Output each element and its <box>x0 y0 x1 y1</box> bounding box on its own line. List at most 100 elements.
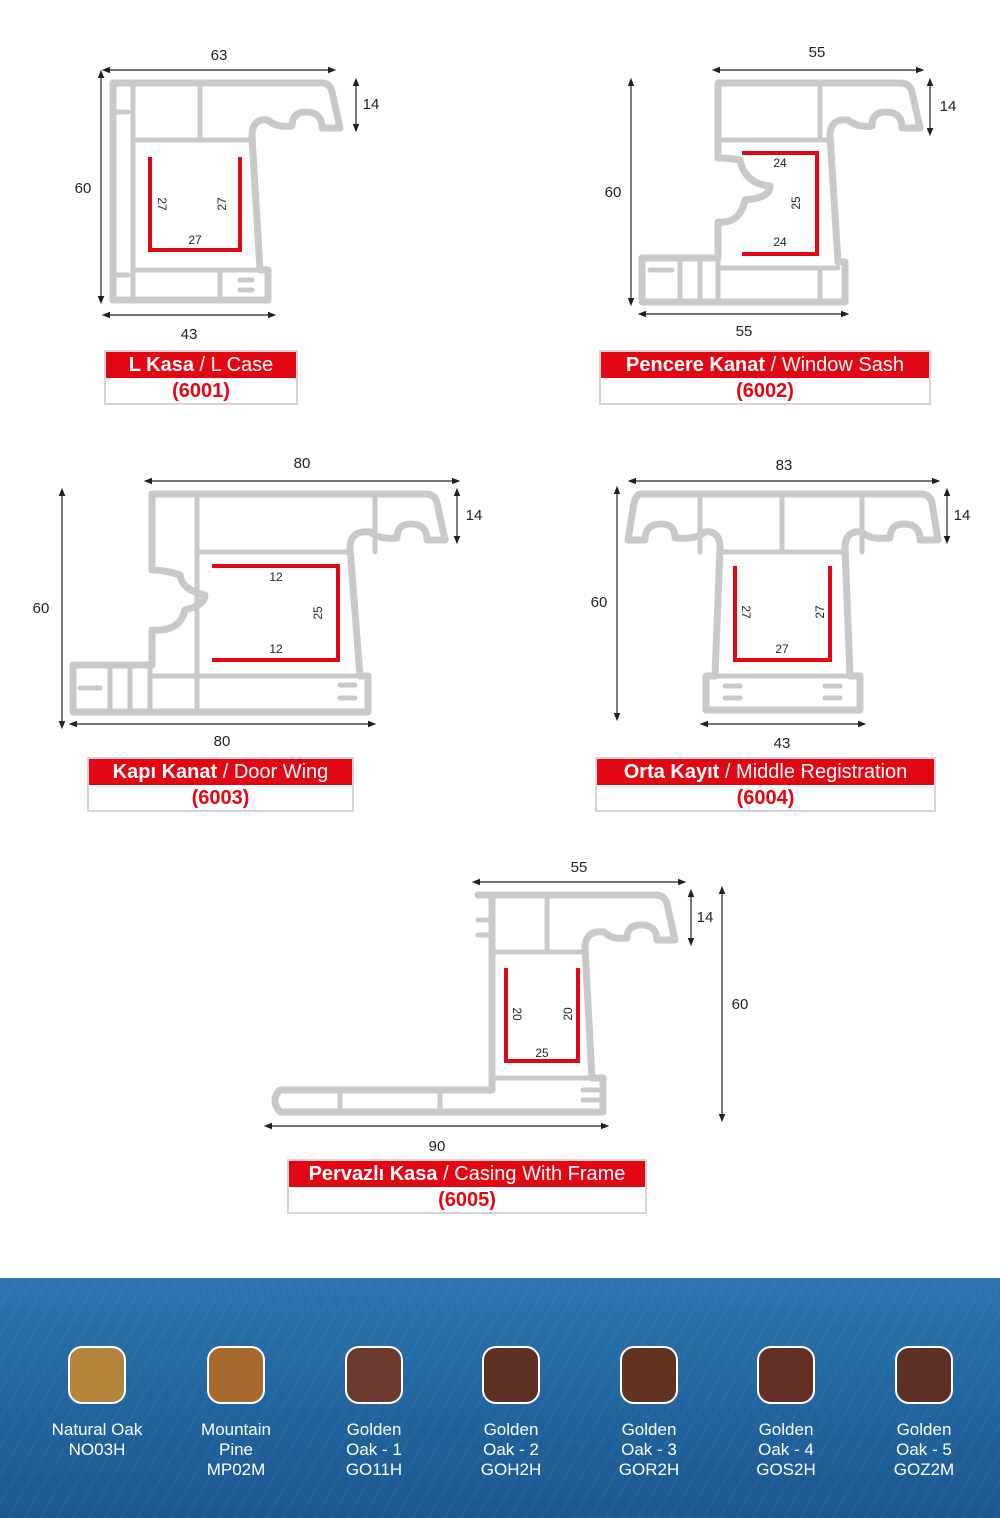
dim-bottom: 43 <box>774 735 791 752</box>
color-name-2: Oak - 2 <box>483 1440 539 1459</box>
dim-top: 83 <box>776 457 793 474</box>
dim-right: 14 <box>363 96 380 113</box>
color-chip <box>482 1346 540 1404</box>
title-tr: Kapı Kanat <box>112 761 218 783</box>
color-name-2: Oak - 3 <box>621 1440 677 1459</box>
color-chip <box>207 1346 265 1404</box>
dim-bottom: 43 <box>181 326 198 343</box>
label-6005: Pervazlı Kasa / Casing With Frame (6005) <box>287 1159 647 1214</box>
separator: / <box>222 761 229 783</box>
label-6003: Kapı Kanat / Door Wing (6003) <box>87 757 354 812</box>
title-tr: Orta Kayıt <box>623 761 720 783</box>
dim-right: 14 <box>940 98 957 115</box>
title-tr: Pervazlı Kasa <box>308 1163 438 1185</box>
title-en: L Case <box>210 354 274 376</box>
title-en: Window Sash <box>781 354 904 376</box>
color-name-2: Oak - 4 <box>758 1440 814 1459</box>
dim-right: 14 <box>466 507 483 524</box>
dim-inner-top: 24 <box>773 156 787 170</box>
dim-top: 55 <box>809 44 826 61</box>
dim-inner-top: 12 <box>269 570 283 584</box>
profile-6005-drawing: 55 14 60 90 20 20 25 <box>263 859 749 1155</box>
dim-inner-right: 25 <box>789 196 803 210</box>
dim-right: 14 <box>697 909 714 926</box>
dim-bottom: 55 <box>736 323 753 340</box>
color-chip <box>68 1346 126 1404</box>
dim-left: 60 <box>591 594 608 611</box>
dim-inner-bottom: 12 <box>269 642 283 656</box>
separator: / <box>443 1163 449 1185</box>
color-code: GO11H <box>345 1460 403 1479</box>
color-name: Golden <box>896 1420 952 1439</box>
dim-top: 55 <box>571 859 588 876</box>
dim-inner-bottom: 27 <box>188 233 202 247</box>
profile-6003-drawing: 80 14 60 80 12 25 12 <box>33 455 483 750</box>
color-code: MP02M <box>206 1460 266 1479</box>
profile-code: (6004) <box>736 787 795 809</box>
dim-bottom: 80 <box>214 733 231 750</box>
color-name: Natural Oak <box>51 1420 143 1439</box>
title-en: Middle Registration <box>736 761 908 783</box>
dim-far-right: 60 <box>732 996 749 1013</box>
dim-inner-left: 27 <box>155 197 169 211</box>
dim-inner-left: 27 <box>739 605 753 619</box>
dim-left: 60 <box>33 600 50 617</box>
profile-code: (6003) <box>191 787 250 809</box>
profile-6002-drawing: 55 14 60 55 24 25 24 <box>605 44 957 340</box>
dim-inner-right: 27 <box>813 605 827 619</box>
dim-inner-bottom: 24 <box>773 235 787 249</box>
profile-diagrams: 63 14 60 43 27 27 27 55 14 60 55 24 25 2… <box>33 44 971 1155</box>
title-tr: L Kasa <box>128 354 194 376</box>
dim-inner-bottom: 25 <box>535 1046 549 1060</box>
profile-code: (6002) <box>736 380 794 402</box>
color-chip <box>620 1346 678 1404</box>
color-name-2: Pine <box>218 1440 254 1459</box>
dim-right: 14 <box>954 507 971 524</box>
dim-inner-right: 20 <box>561 1007 575 1021</box>
color-name: Mountain <box>201 1420 271 1439</box>
color-code: GOH2H <box>480 1460 542 1479</box>
separator: / <box>770 354 777 376</box>
color-code: GOS2H <box>756 1460 816 1479</box>
separator: / <box>724 761 731 783</box>
label-6002: Pencere Kanat / Window Sash (6002) <box>599 350 931 405</box>
dim-inner-left: 20 <box>510 1007 524 1021</box>
dim-left: 60 <box>75 180 92 197</box>
dim-inner-bottom: 27 <box>775 642 789 656</box>
color-name: Golden <box>621 1420 677 1439</box>
color-chip <box>345 1346 403 1404</box>
dim-top: 80 <box>294 455 311 472</box>
color-name-2: Oak - 5 <box>896 1440 952 1459</box>
color-code: NO03H <box>68 1440 126 1459</box>
color-name: Golden <box>758 1420 814 1439</box>
color-name: Golden <box>483 1420 539 1439</box>
profile-6004-drawing: 83 14 60 43 27 27 27 <box>591 457 971 752</box>
color-code: GOR2H <box>618 1460 680 1479</box>
profile-6001-drawing: 63 14 60 43 27 27 27 <box>75 47 380 343</box>
color-code: GOZ2M <box>893 1460 955 1479</box>
dim-top: 63 <box>211 47 228 64</box>
profile-code: (6005) <box>438 1189 496 1211</box>
color-name: Golden <box>346 1420 402 1439</box>
dim-left: 60 <box>605 184 622 201</box>
dim-inner-right: 25 <box>311 606 325 620</box>
profile-code: (6001) <box>172 380 230 402</box>
title-en: Door Wing <box>233 761 329 783</box>
separator: / <box>199 354 206 376</box>
color-chip <box>895 1346 953 1404</box>
label-6001: L Kasa / L Case (6001) <box>104 350 298 405</box>
color-chip <box>757 1346 815 1404</box>
dim-bottom: 90 <box>429 1138 446 1155</box>
color-name-2: Oak - 1 <box>346 1440 402 1459</box>
dim-inner-right: 27 <box>215 197 229 211</box>
title-tr: Pencere Kanat <box>626 354 765 376</box>
title-en: Casing With Frame <box>454 1163 626 1185</box>
